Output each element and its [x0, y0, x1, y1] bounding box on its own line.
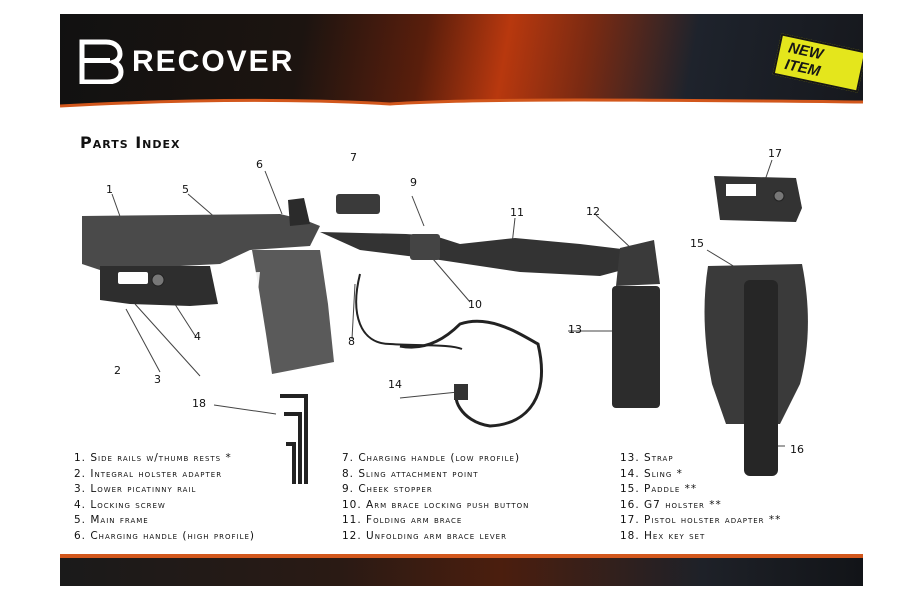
callout-5: 5: [182, 183, 189, 196]
callout-13: 13: [568, 323, 582, 336]
parts-index-sheet: RECOVER NEW ITEM Parts Index: [60, 14, 863, 586]
legend-item: 7. Charging handle (low profile): [342, 452, 521, 464]
callout-3: 3: [154, 373, 161, 386]
legend-item: 16. G7 holster **: [620, 498, 722, 511]
legend-item: 12. Unfolding arm brace lever: [342, 529, 507, 542]
strap: [612, 286, 660, 408]
legend-column-2: 7. Charging handle (low profile) 8. Slin…: [342, 452, 529, 546]
legend-item: 10. Arm brace locking push button: [342, 498, 530, 511]
footer-banner: [60, 558, 863, 586]
legend-item: 1. Side rails w/thumb rests *: [74, 452, 232, 464]
legend-item: 8. Sling attachment point: [342, 467, 479, 480]
callout-8: 8: [348, 335, 355, 348]
legend-column-1: 1. Side rails w/thumb rests * 2. Integra…: [74, 452, 255, 546]
callout-18: 18: [192, 397, 206, 410]
main-frame-assembly: [82, 198, 645, 374]
legend-item: 3. Lower picatinny rail: [74, 483, 197, 496]
callout-15: 15: [690, 237, 704, 250]
callout-14: 14: [388, 378, 402, 391]
callout-4: 4: [194, 330, 201, 343]
callout-11: 11: [510, 206, 524, 219]
legend-item: 9. Cheek stopper: [342, 483, 433, 496]
callout-6: 6: [256, 158, 263, 171]
callout-1: 1: [106, 183, 113, 196]
legend-item: 5. Main frame: [74, 514, 149, 527]
callout-7: 7: [350, 151, 357, 164]
legend-item: 2. Integral holster adapter: [74, 467, 223, 480]
charging-handle-low-profile: [336, 194, 380, 214]
pistol-holster-adapter: [714, 176, 802, 222]
product-illustration: [82, 159, 808, 484]
callout-10: 10: [468, 298, 482, 311]
legend-item: 18. Hex key set: [620, 529, 706, 542]
header-banner: RECOVER NEW ITEM: [60, 14, 863, 120]
legend-column-3: 13. Strap 14. Sling * 15. Paddle ** 16. …: [620, 452, 781, 546]
callout-16: 16: [790, 443, 804, 456]
hex-key-set: [280, 394, 308, 484]
banner-swoosh: [60, 98, 863, 120]
callout-2: 2: [114, 364, 121, 377]
legend-item: 4. Locking screw: [74, 498, 166, 511]
legend-item: 13. Strap: [620, 452, 674, 464]
callout-12: 12: [586, 205, 600, 218]
callout-9: 9: [410, 176, 417, 189]
legend-item: 11. Folding arm brace: [342, 514, 463, 527]
legend-item: 14. Sling *: [620, 467, 683, 480]
g7-holster: [744, 280, 778, 476]
legend-item: 15. Paddle **: [620, 483, 698, 496]
recover-logo-icon: [79, 39, 124, 84]
page-title: Parts Index: [80, 133, 181, 152]
legend-item: 6. Charging handle (high profile): [74, 529, 255, 542]
legend-item: 17. Pistol holster adapter **: [620, 514, 782, 527]
brand-name: RECOVER: [132, 45, 295, 78]
callout-17: 17: [768, 147, 782, 160]
footer-accent-line: [60, 554, 863, 558]
